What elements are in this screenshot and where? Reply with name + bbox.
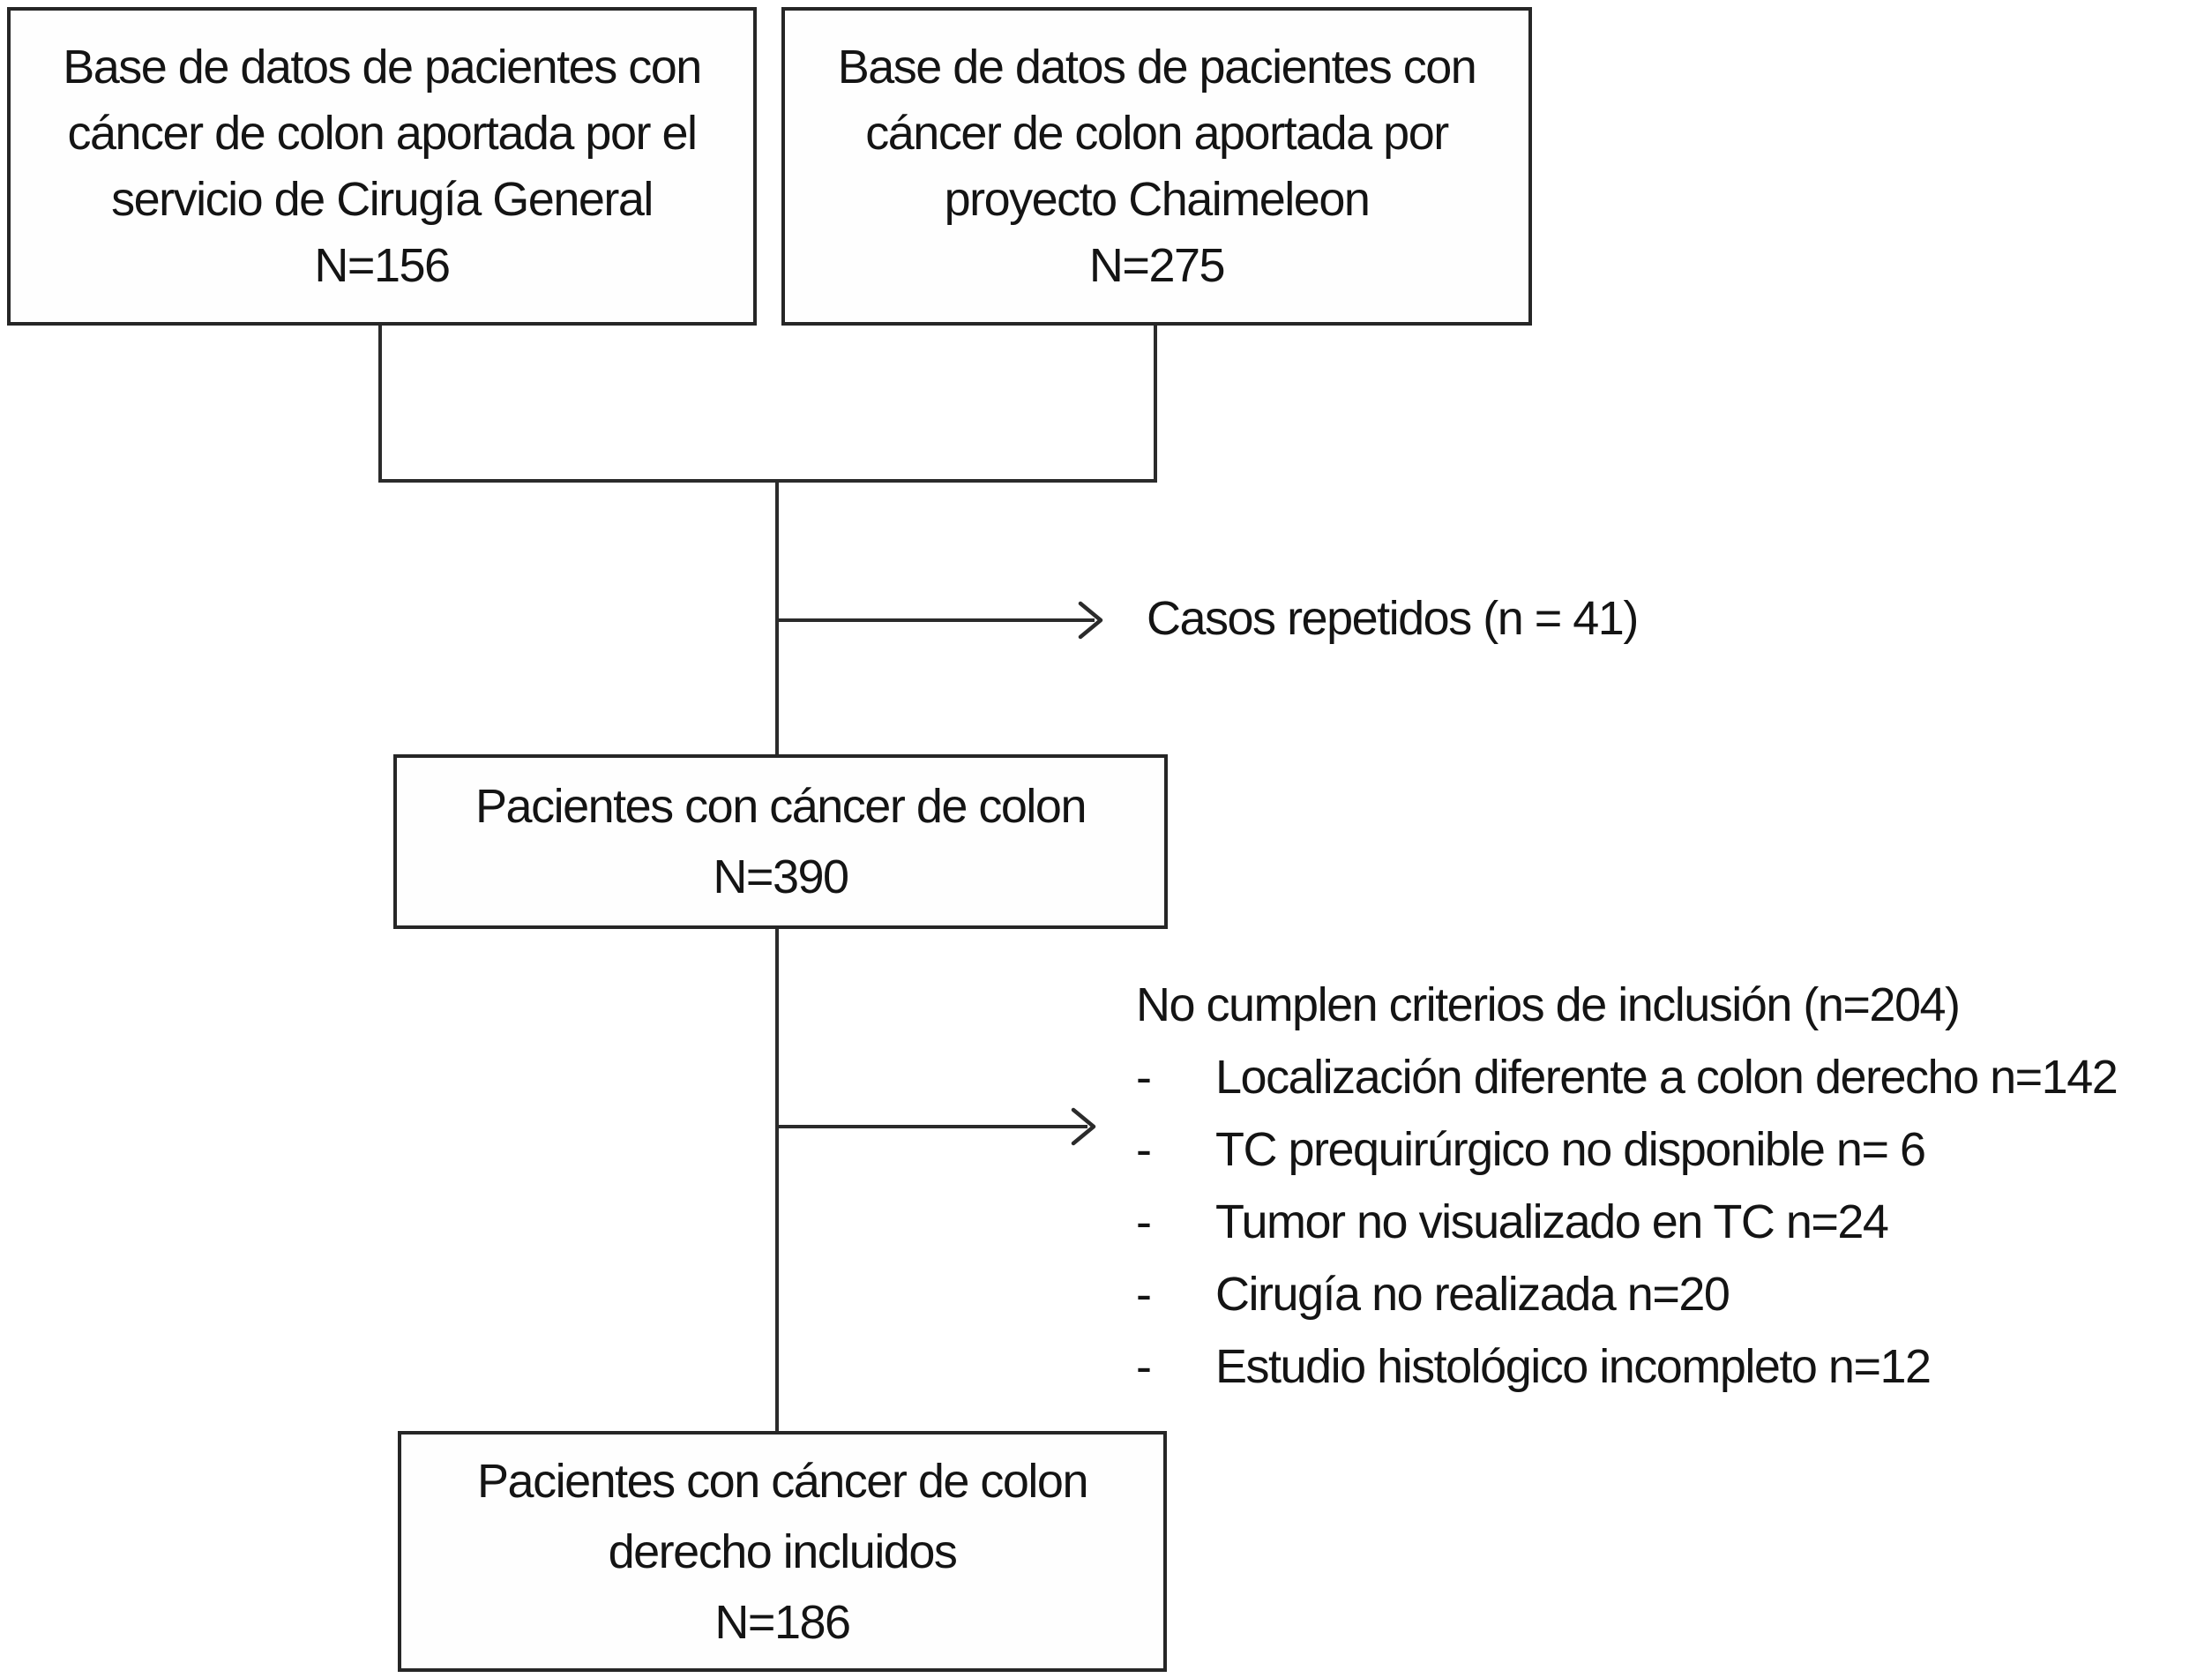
box-source-cirugia-general: Base de datos de pacientes con cáncer de… (7, 7, 757, 326)
arrowhead-right-icon (1071, 1107, 1096, 1146)
box-text-line: derecho incluidos (608, 1524, 958, 1578)
arrow-exclusions-shaft (777, 1125, 1087, 1128)
connector-drop-left (378, 326, 382, 481)
connector-drop-right (1154, 326, 1157, 481)
connector-to-included-box (775, 929, 779, 1433)
exclusion-item-text: Cirugía no realizada n=20 (1215, 1268, 1730, 1321)
box-text-line: Pacientes con cáncer de colon (475, 780, 1087, 833)
box-included-patients: Pacientes con cáncer de colon derecho in… (398, 1431, 1167, 1672)
exclusion-item: - Cirugía no realizada n=20 (1136, 1258, 2212, 1330)
exclusion-criteria-list: No cumplen criterios de inclusión (n=204… (1136, 969, 2212, 1403)
box-text-line: servicio de Cirugía General (111, 172, 654, 226)
arrow-repeated-cases-shaft (777, 618, 1095, 622)
exclusion-item-text: Estudio histológico incompleto n=12 (1215, 1340, 1932, 1393)
box-count-n390: N=390 (713, 850, 849, 903)
bullet-dash: - (1136, 1340, 1152, 1393)
bullet-dash: - (1136, 1123, 1152, 1176)
bullet-dash: - (1136, 1268, 1152, 1321)
arrowhead-right-icon (1078, 601, 1103, 640)
bullet-dash: - (1136, 1051, 1152, 1104)
box-text-line: Base de datos de pacientes con (837, 40, 1477, 94)
exclusion-item-text: Tumor no visualizado en TC n=24 (1215, 1195, 1889, 1248)
bullet-dash: - (1136, 1195, 1152, 1248)
box-count-n186: N=186 (714, 1595, 851, 1649)
box-text-line: proyecto Chaimeleon (944, 172, 1371, 226)
box-text-line: cáncer de colon aportada por (865, 106, 1449, 160)
exclusion-header: No cumplen criterios de inclusión (n=204… (1136, 978, 1961, 1031)
exclusion-item: - Estudio histológico incompleto n=12 (1136, 1330, 2212, 1403)
exclusion-item-text: TC prequirúrgico no disponible n= 6 (1215, 1123, 1926, 1176)
box-count-n156: N=156 (314, 238, 451, 292)
box-text-line: Pacientes con cáncer de colon (477, 1454, 1088, 1508)
exclusion-item-text: Localización diferente a colon derecho n… (1215, 1051, 2119, 1104)
exclusion-item: - Localización diferente a colon derecho… (1136, 1041, 2212, 1113)
connector-merge-line (378, 479, 1157, 483)
box-source-chaimeleon: Base de datos de pacientes con cáncer de… (781, 7, 1532, 326)
exclusion-item: - TC prequirúrgico no disponible n= 6 (1136, 1113, 2212, 1186)
box-count-n275: N=275 (1088, 238, 1226, 292)
exclusion-item: - Tumor no visualizado en TC n=24 (1136, 1186, 2212, 1258)
box-text-line: Base de datos de pacientes con (63, 40, 702, 94)
box-pooled-patients: Pacientes con cáncer de colon N=390 (393, 754, 1168, 929)
label-repeated-cases: Casos repetidos (n = 41) (1147, 592, 1639, 645)
box-text-line: cáncer de colon aportada por el (67, 106, 698, 160)
